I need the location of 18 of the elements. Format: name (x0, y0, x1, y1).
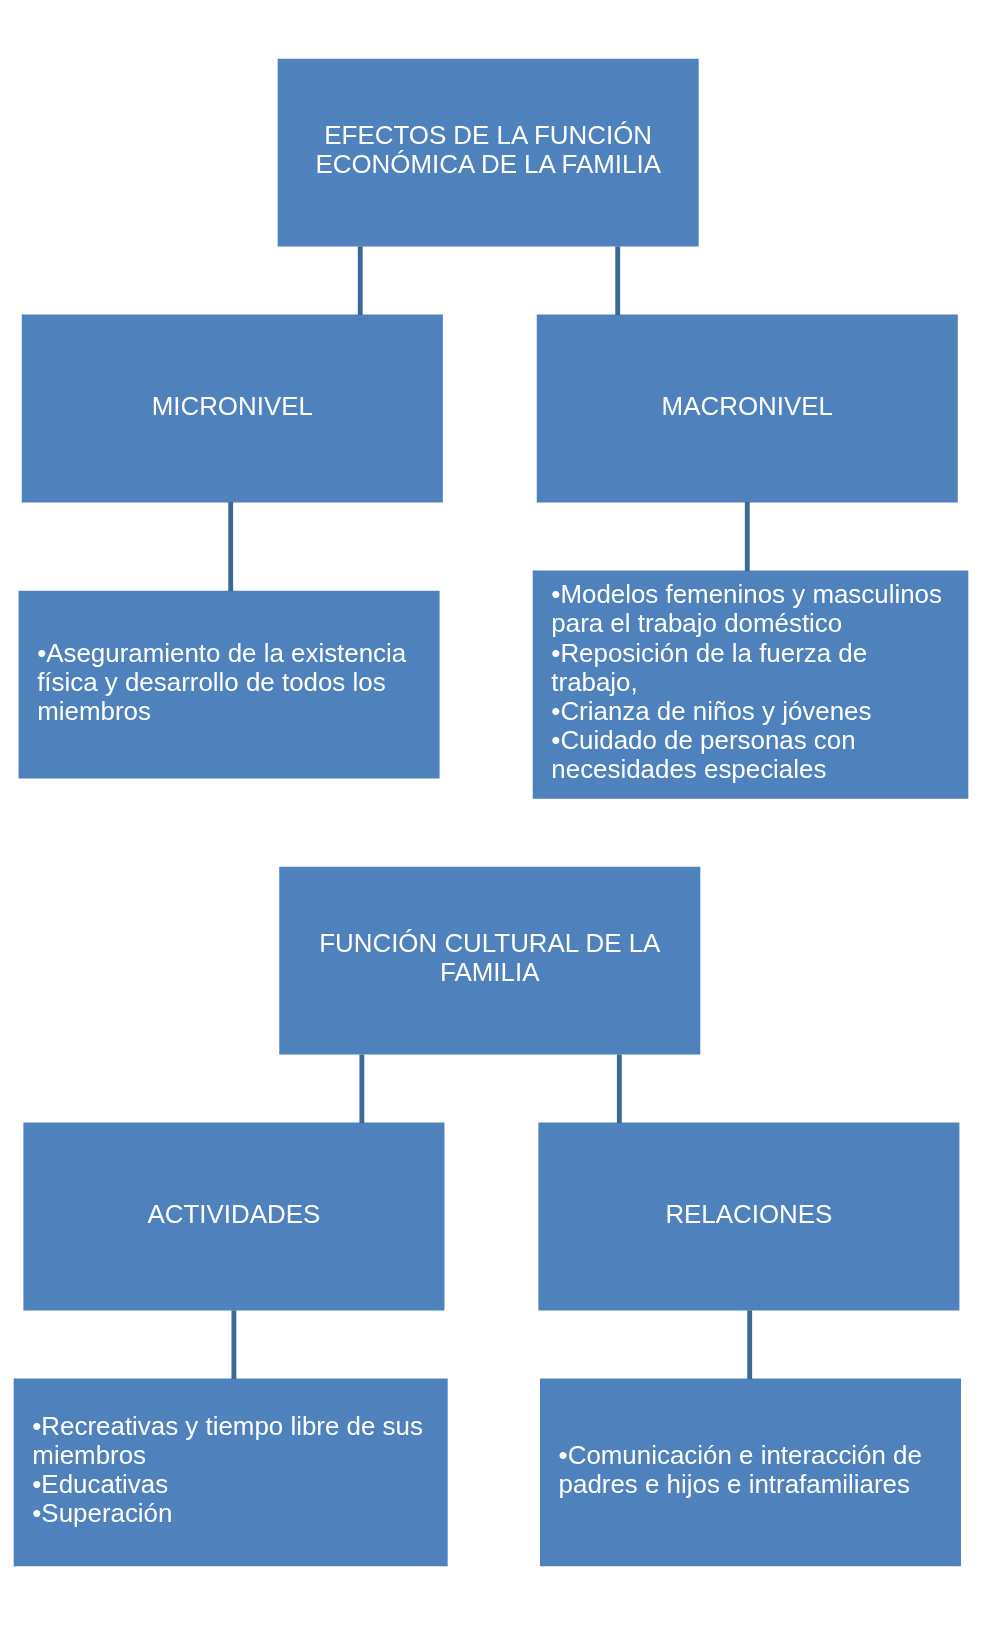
node-box: EFECTOS DE LA FUNCIÓN ECONÓMICA DE LA FAMILIA (277, 58, 699, 247)
node-box: RELACIONES (538, 1122, 960, 1311)
node-box: •Comunicación e interacción de padres e hijos e intrafamiliares (540, 1378, 962, 1567)
node-box: MICRONIVEL (21, 314, 443, 503)
connector (231, 1310, 237, 1379)
connector (744, 501, 750, 572)
node-box: •Modelos femeninos y masculinos para el trabajo doméstico •Reposición de la fuerza de trabajo, •Crianza de niños y jóvenes •Cuidado de personas con necesidades especiales (532, 570, 969, 799)
connector (359, 1054, 365, 1124)
connector (357, 246, 363, 316)
node-box: ACTIVIDADES (23, 1122, 445, 1311)
node-box: FUNCIÓN CULTURAL DE LA FAMILIA (279, 866, 701, 1055)
connector (228, 501, 234, 592)
connector (615, 246, 621, 316)
node-box: •Recreativas y tiempo libre de sus miembros •Educativas •Superación (13, 1378, 448, 1567)
node-box: •Aseguramiento de la existencia física y desarrollo de todos los miembros (18, 590, 440, 779)
connector (616, 1054, 622, 1124)
node-box: MACRONIVEL (536, 314, 958, 503)
connector (747, 1310, 753, 1379)
